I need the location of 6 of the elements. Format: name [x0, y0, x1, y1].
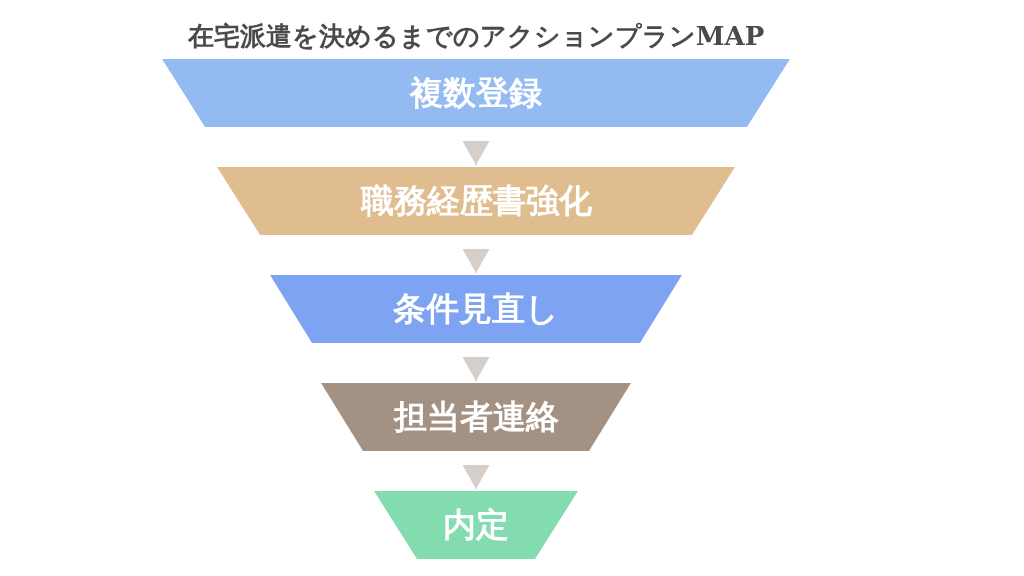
- trapezoid-step: 職務経歴書強化: [217, 167, 735, 235]
- trapezoid-step: 内定: [374, 491, 578, 559]
- trapezoid-step: 担当者連絡: [321, 383, 631, 451]
- trapezoid-step: 複数登録: [162, 59, 790, 127]
- trapezoid-step: 条件見直し: [270, 275, 682, 343]
- title: 在宅派遣を決めるまでのアクションプランMAP: [187, 20, 765, 52]
